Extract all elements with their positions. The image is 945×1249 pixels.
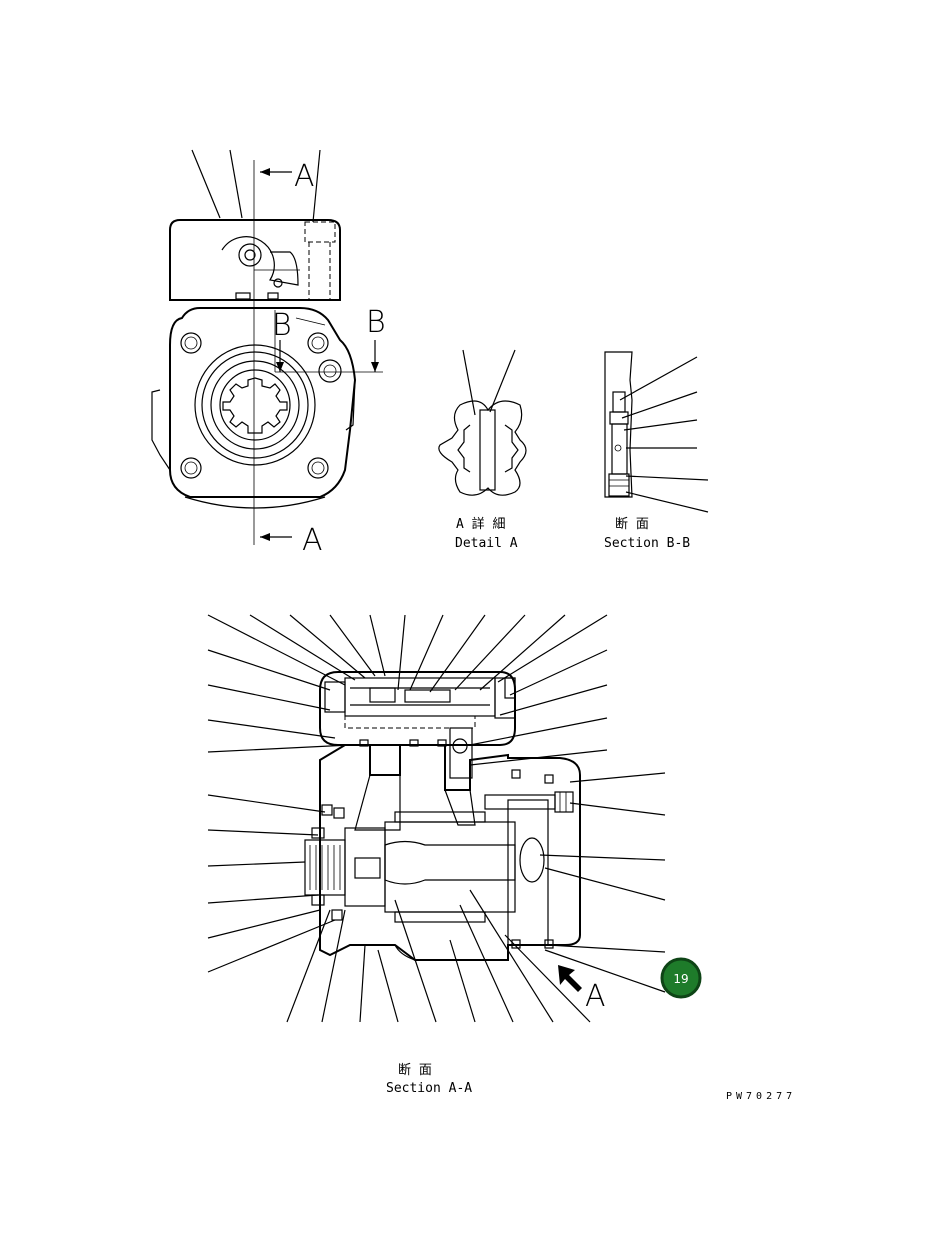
section-marker-top: A	[294, 159, 315, 194]
section-aa-title-jp: 断 面	[398, 1063, 432, 1078]
section-aa-view: A 断 面 Section A-A	[207, 614, 666, 1096]
detail-a-title-en: Detail A	[455, 536, 518, 551]
drawing-code: PW70277	[726, 1091, 796, 1102]
detail-a-view: A 詳 細 Detail A	[438, 349, 527, 551]
part-number-label: 19	[673, 972, 688, 986]
section-bb-title-en: Section B-B	[604, 536, 690, 551]
part-number-badge[interactable]: 19	[660, 957, 702, 999]
section-aa-title-en: Section A-A	[386, 1081, 472, 1096]
section-aa-view-marker: A	[585, 979, 606, 1014]
section-marker-b-right: B	[366, 305, 386, 340]
front-view: A A B B	[151, 149, 386, 558]
section-bb-view: 断 面 Section B-B	[604, 351, 709, 551]
section-bb-title-jp: 断 面	[615, 517, 649, 532]
section-marker-b-left: B	[272, 308, 292, 343]
section-marker-bottom: A	[302, 523, 323, 558]
detail-a-title-jp: A 詳 細	[456, 516, 505, 532]
